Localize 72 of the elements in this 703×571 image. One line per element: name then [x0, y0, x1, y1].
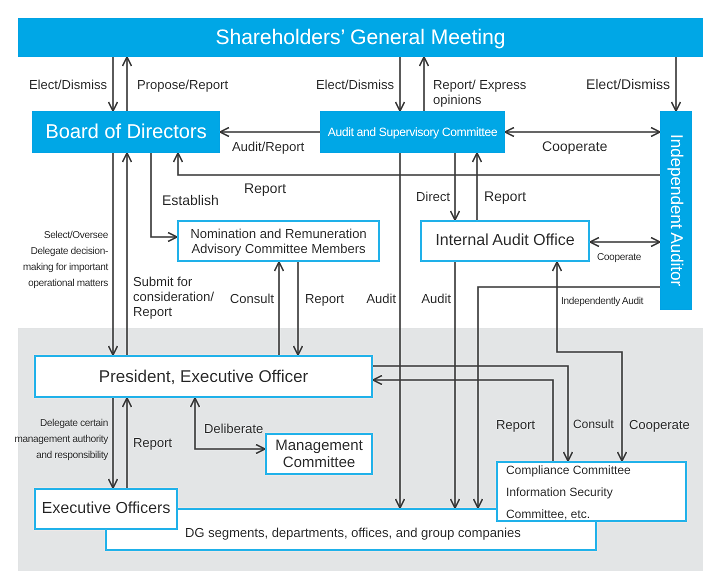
edge-label: Deliberate	[204, 421, 264, 436]
connector-arrow	[150, 153, 178, 242]
connector-arrow	[373, 365, 574, 462]
box-label: Independent Auditor	[666, 134, 686, 287]
box-label: Management Committee	[274, 437, 364, 471]
box-label: Executive Officers	[42, 500, 170, 518]
connector-arrow	[418, 56, 430, 111]
org-box	[34, 488, 178, 530]
edge-label: Elect/Dismiss	[28, 77, 107, 92]
connector-arrow	[108, 57, 118, 112]
connector-arrow	[108, 153, 118, 356]
box-label: Board of Directors	[45, 120, 207, 144]
box-label: President, Executive Officer	[98, 366, 308, 386]
connector-arrow	[504, 126, 661, 138]
header-box	[320, 111, 505, 153]
edge-label: Consult	[573, 417, 615, 432]
org-box	[34, 355, 373, 398]
box-label: DG segments, departments, offices, and group companies	[185, 525, 521, 540]
connector-arrow	[122, 152, 132, 355]
edge-label: Select/Oversee Delegate decision-making for important operational matters	[22, 229, 108, 291]
header-box	[32, 111, 220, 153]
header-box	[660, 111, 692, 310]
connector-arrow	[472, 152, 482, 220]
edge-label: Elect/Dismiss	[584, 77, 670, 92]
edge-label: Audit	[420, 291, 451, 306]
org-box	[496, 461, 687, 522]
connector-arrow	[190, 397, 266, 454]
connector-arrow	[122, 397, 132, 488]
edge-label: Report	[133, 435, 174, 450]
connector-arrow	[589, 236, 661, 248]
edge-label: Report	[484, 189, 528, 204]
edge-label: Submit for consideration/ Report	[133, 274, 215, 319]
org-box	[177, 220, 380, 262]
connector-arrow	[292, 262, 304, 356]
edge-label: Delegate certain management authority and responsibility	[13, 417, 108, 463]
connector-arrow	[172, 152, 660, 176]
connector-arrow	[122, 56, 132, 111]
edge-label: Establish	[162, 193, 220, 208]
edge-label: Direct	[415, 189, 450, 204]
box-label: Information Security Committee, etc.	[506, 484, 614, 522]
edge-label: Elect/Dismiss	[314, 77, 394, 92]
edge-label: Audit	[365, 291, 396, 306]
connector-arrow	[394, 57, 406, 112]
box-label: Audit and Supervisory Committee	[328, 125, 498, 139]
connector-arrow	[219, 126, 320, 138]
header-box	[18, 18, 703, 57]
box-label: Shareholders’ General Meeting	[216, 26, 506, 50]
box-label: Internal Audit Office	[435, 232, 575, 250]
edge-label: Report	[496, 417, 536, 432]
connector-arrow	[670, 57, 682, 112]
connector-arrow	[450, 153, 460, 221]
connector-arrow	[552, 261, 628, 462]
edge-label: Consult	[228, 291, 274, 306]
box-label: Nomination and Remuneration Advisory Committee Members	[189, 226, 368, 256]
org-box	[420, 220, 590, 262]
connector-arrow	[372, 374, 554, 461]
org-box	[265, 433, 373, 475]
edge-label: Propose/Report	[137, 77, 230, 92]
box-label: Compliance Committee	[506, 462, 631, 478]
edge-label: Report	[305, 291, 346, 306]
edge-label: Report	[244, 181, 288, 196]
connector-arrow	[274, 261, 284, 355]
connector-arrow	[394, 153, 406, 509]
edge-label: Audit/Report	[232, 139, 306, 154]
connector-arrow	[472, 286, 660, 509]
edge-label: Independently Audit	[561, 295, 644, 309]
edge-label: Cooperate	[597, 251, 642, 265]
edge-label: Cooperate	[542, 139, 608, 154]
connector-arrow	[108, 398, 118, 489]
edge-label: Cooperate	[629, 417, 691, 432]
edge-label: Report/ Express opinions	[433, 77, 528, 107]
connector-arrow	[450, 262, 460, 509]
